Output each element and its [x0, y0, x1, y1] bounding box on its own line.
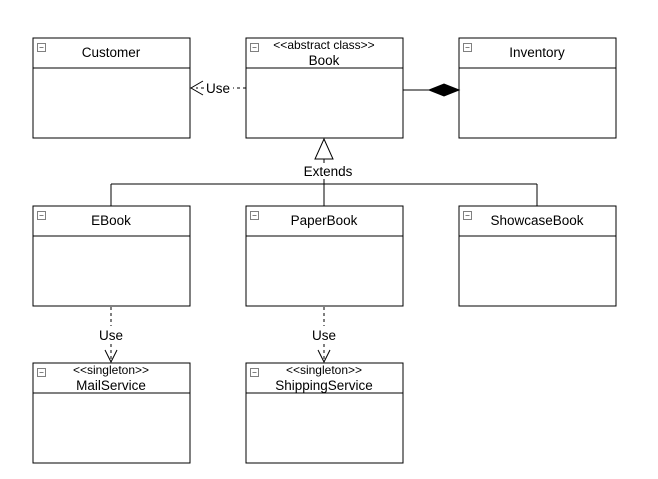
class-name: EBook [91, 213, 131, 228]
collapse-icon[interactable] [37, 211, 46, 220]
dependency-paperbook-shippingservice[interactable]: Use [312, 307, 336, 364]
open-arrowhead-icon [317, 349, 331, 364]
class-stereotype: <<singleton>> [286, 363, 362, 377]
open-arrowhead-icon [104, 349, 118, 364]
class-ebook[interactable]: EBook [32, 205, 191, 307]
class-stereotype: <<abstract class>> [273, 38, 374, 52]
generalization-extends[interactable]: Extends [110, 137, 538, 206]
class-showcasebook[interactable]: ShowcaseBook [458, 205, 617, 307]
class-stereotype: <<singleton>> [73, 363, 149, 377]
collapse-icon[interactable] [37, 43, 46, 52]
dependency-book-customer[interactable]: Use [190, 80, 246, 96]
class-name: ShippingService [275, 378, 373, 393]
collapse-icon[interactable] [37, 368, 46, 377]
class-name: Inventory [509, 45, 565, 60]
collapse-icon[interactable] [250, 43, 259, 52]
class-shippingservice[interactable]: <<singleton>> ShippingService [245, 362, 404, 464]
dependency-ebook-mailservice[interactable]: Use [99, 307, 123, 364]
class-paperbook[interactable]: PaperBook [245, 205, 404, 307]
composition-inventory-book[interactable] [403, 83, 461, 97]
relation-label: Use [99, 328, 123, 343]
class-name: ShowcaseBook [490, 213, 583, 228]
class-name: MailService [76, 378, 146, 393]
filled-diamond-icon [427, 83, 461, 97]
collapse-icon[interactable] [250, 211, 259, 220]
class-name: PaperBook [291, 213, 358, 228]
collapse-icon[interactable] [463, 211, 472, 220]
class-name: Book [309, 53, 340, 68]
collapse-icon[interactable] [463, 43, 472, 52]
class-inventory[interactable]: Inventory [458, 37, 617, 139]
relation-label: Use [206, 81, 230, 96]
class-book[interactable]: <<abstract class>> Book [245, 37, 404, 139]
class-name: Customer [82, 45, 141, 60]
open-arrowhead-icon [190, 80, 204, 96]
hollow-triangle-icon [314, 137, 334, 160]
class-mailservice[interactable]: <<singleton>> MailService [32, 362, 191, 464]
relation-label: Use [312, 328, 336, 343]
class-customer[interactable]: Customer [32, 37, 191, 139]
relation-label: Extends [304, 164, 353, 179]
collapse-icon[interactable] [250, 368, 259, 377]
